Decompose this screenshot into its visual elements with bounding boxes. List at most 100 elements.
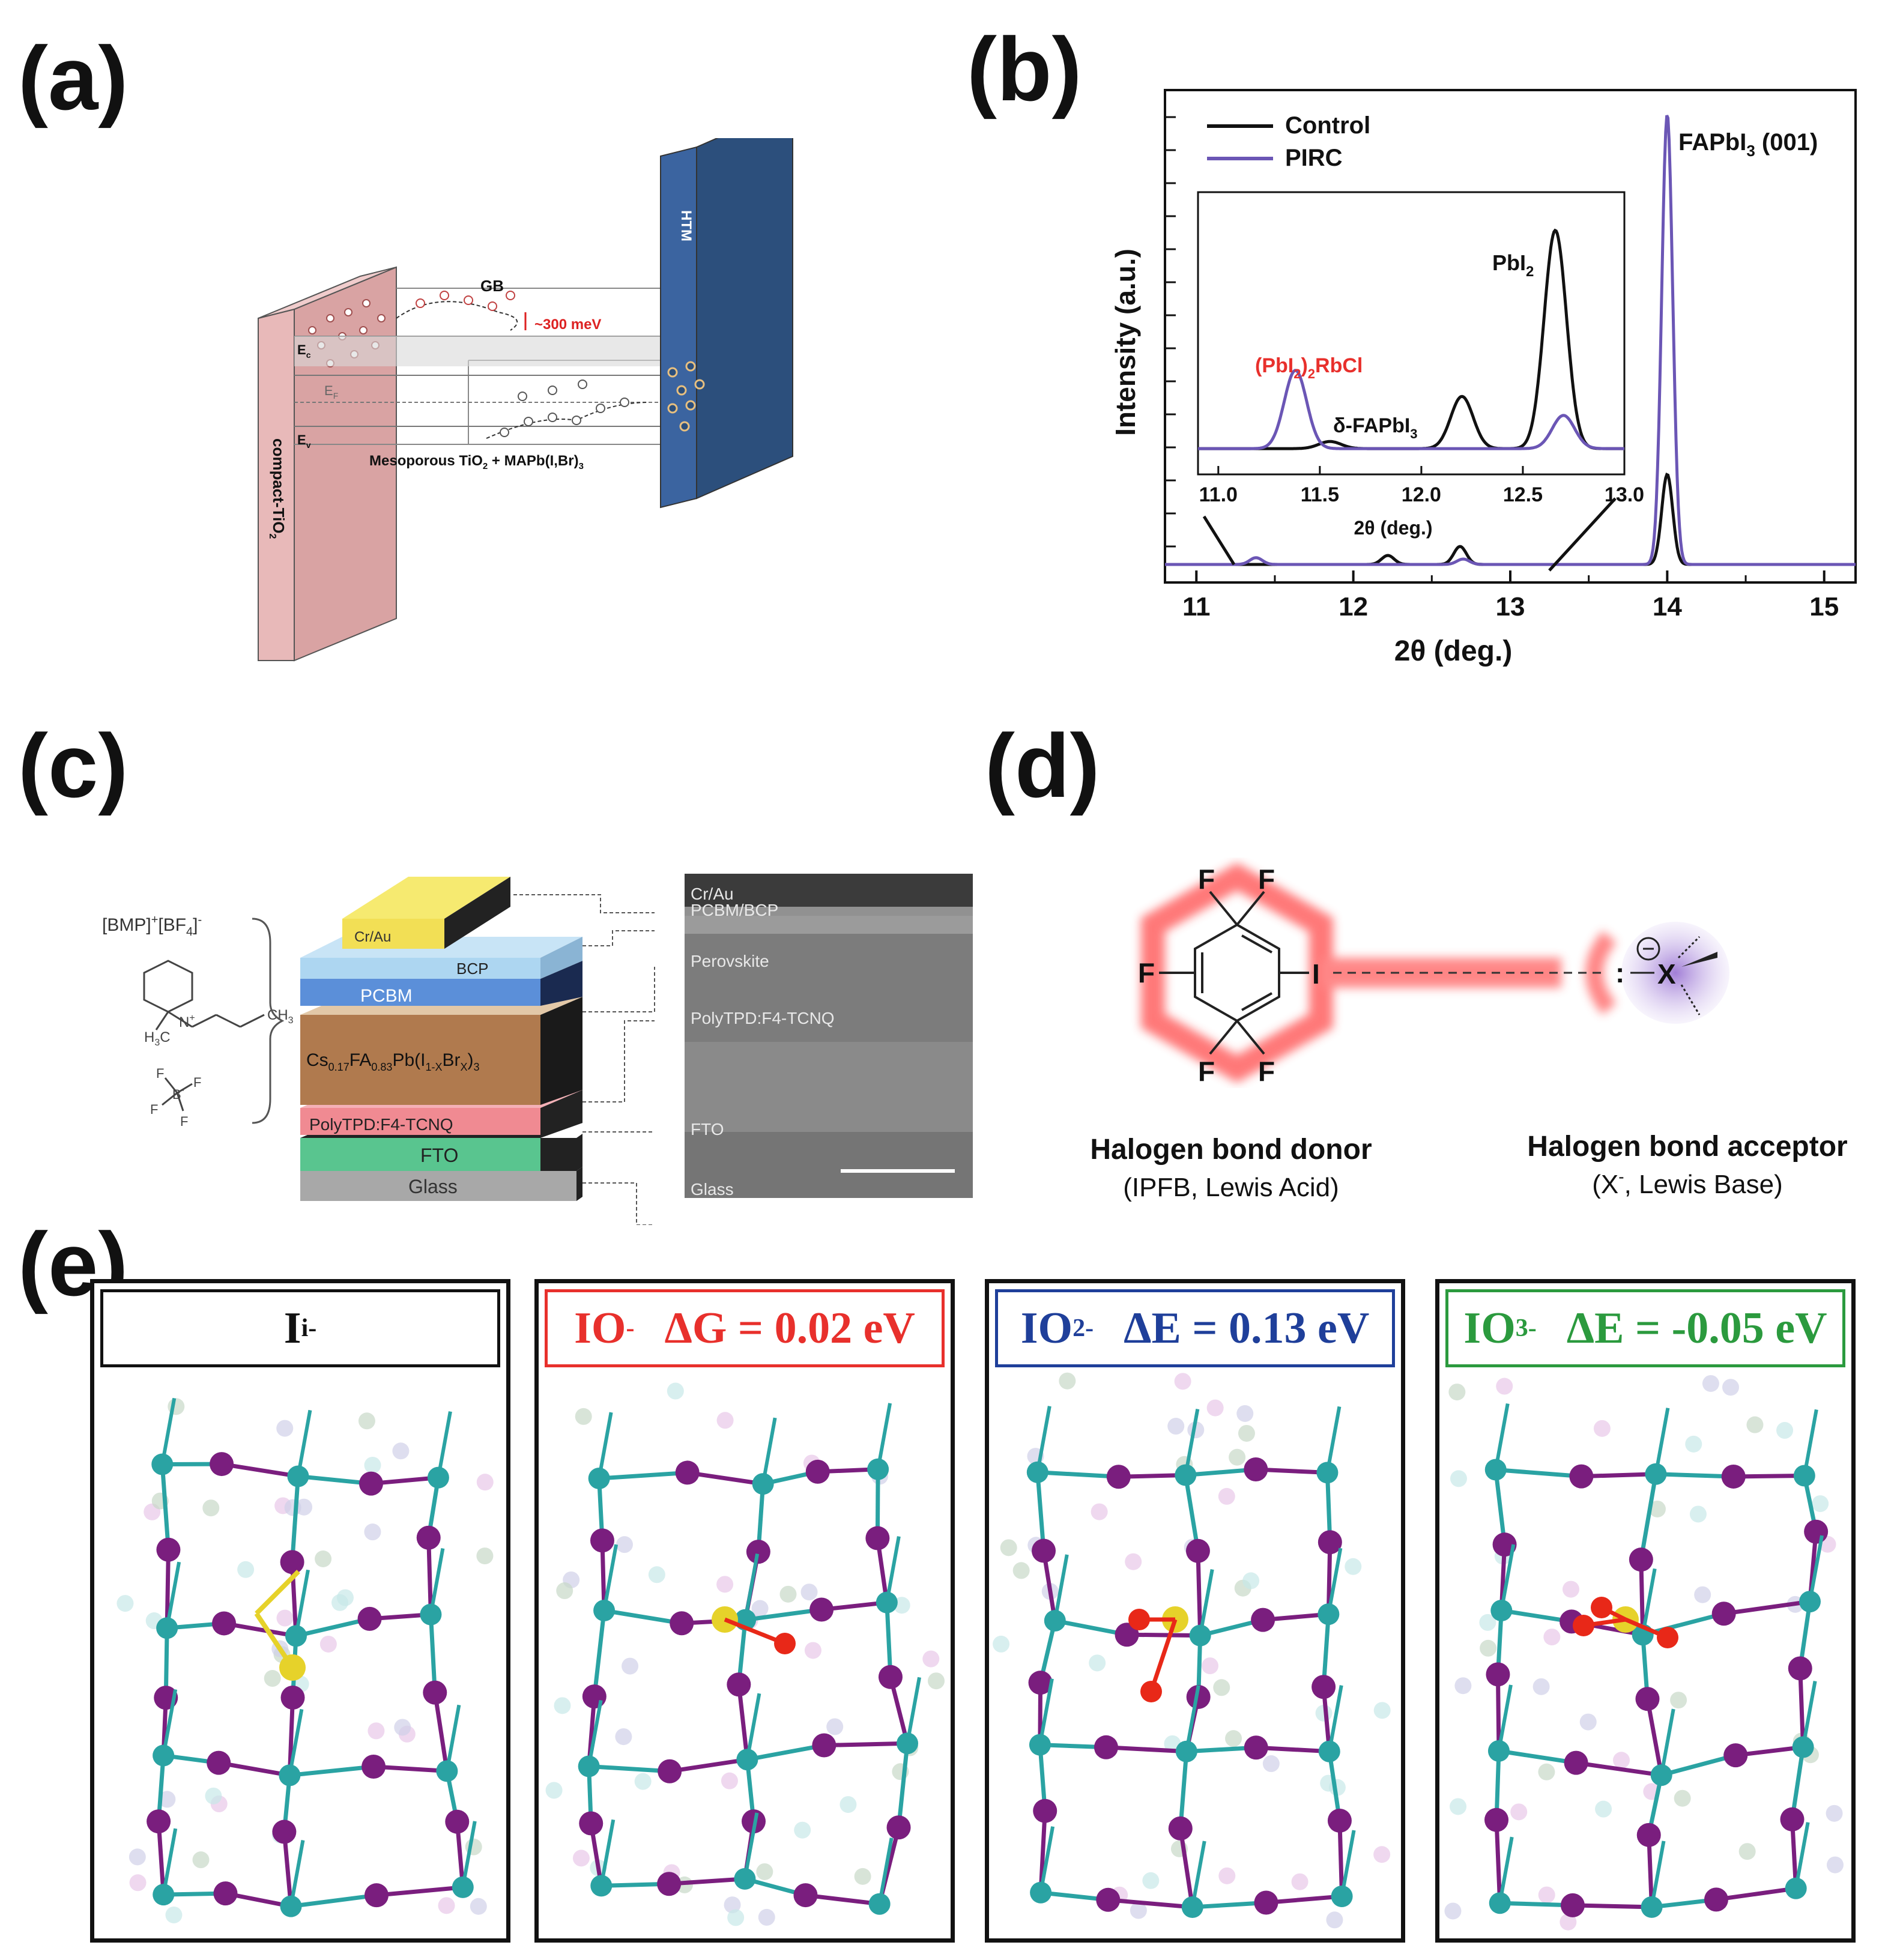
lead-atom — [420, 1603, 442, 1626]
iodine-atom — [1244, 1457, 1268, 1482]
panel-c-device: [BMP]+[BF4]- H3C N+ CH3 F F F F B- Glass… — [102, 874, 973, 1225]
x-tick-label: 13 — [1496, 592, 1525, 622]
acceptor-subtitle: (X-, Lewis Base) — [1592, 1167, 1782, 1199]
htm-label: HTM — [678, 210, 694, 241]
lead-atom — [1175, 1740, 1197, 1762]
lead-atom — [1030, 1881, 1052, 1904]
ef-label: EF — [324, 383, 338, 401]
iodine-atom — [1788, 1656, 1812, 1681]
iodine-atom — [1318, 1530, 1342, 1555]
lead-atom — [1026, 1461, 1048, 1483]
main-peak-label: FAPbI3 (001) — [1678, 129, 1818, 160]
legend-control: Control — [1285, 112, 1370, 139]
iodine-atom — [272, 1819, 297, 1844]
svg-text:F: F — [1198, 1056, 1215, 1087]
lead-atom — [452, 1876, 474, 1898]
svg-text:X: X — [1657, 958, 1676, 990]
iodine-atom — [1185, 1538, 1210, 1563]
bmp-bf4-label: [BMP]+[BF4]- — [102, 913, 202, 939]
lead-atom — [1799, 1591, 1821, 1613]
iodine-atom — [1711, 1602, 1736, 1626]
xrd-ylabel: Intensity (a.u.) — [1110, 249, 1141, 436]
pbi2-rbcl-label: (PbI2)2RbCl — [1255, 354, 1363, 381]
iodine-atom — [1028, 1671, 1053, 1695]
svg-text:F: F — [150, 1102, 158, 1117]
lead-atom — [1318, 1603, 1340, 1626]
panel-d-halogen-bond: F F F I F F : X Halogen bond donor (IPFB… — [1090, 862, 1848, 1202]
inset-line-pirc — [1198, 369, 1624, 450]
sem-label: Glass — [691, 1180, 734, 1199]
iodine-atom — [878, 1665, 903, 1689]
svg-text:F: F — [1138, 957, 1155, 988]
ev-label: Ev — [297, 432, 311, 450]
svg-text:Cr/Au: Cr/Au — [354, 929, 391, 945]
iodine-atom — [658, 1759, 682, 1783]
svg-text:F: F — [1258, 1056, 1275, 1087]
lead-atom — [590, 1875, 613, 1897]
iodine-atom — [1723, 1743, 1748, 1768]
svg-text:Cs0.17FA0.83Pb(I1-XBrX)3: Cs0.17FA0.83Pb(I1-XBrX)3 — [306, 1050, 480, 1073]
oxygen-atom — [1128, 1609, 1150, 1630]
panel-a-band-diagram: ~300 meV GB HTM Ec EF Ev Mesoporous TiO2… — [258, 138, 793, 662]
donor-subtitle: (IPFB, Lewis Acid) — [1123, 1173, 1339, 1202]
lattice-structure — [545, 1382, 945, 1926]
iodine-atom — [207, 1750, 231, 1775]
iodine-atom — [1636, 1822, 1661, 1847]
lead-atom — [752, 1473, 774, 1495]
lead-atom — [1316, 1462, 1339, 1484]
lead-atom — [280, 1895, 302, 1917]
layer-pcbm: PCBM — [300, 961, 582, 1006]
iodine-atom — [1629, 1547, 1653, 1572]
lead-atom — [876, 1591, 898, 1614]
lead-atom — [1318, 1740, 1340, 1762]
iodine-atom — [1251, 1608, 1275, 1632]
iodine-atom — [582, 1684, 607, 1709]
molecular-frame-2: IO-ΔG = 0.02 eV — [534, 1279, 955, 1943]
frame-title: IO-ΔG = 0.02 eV — [545, 1289, 945, 1367]
inset-xlabel: 2θ (deg.) — [1354, 517, 1432, 539]
lead-atom — [593, 1600, 616, 1622]
gb-label: GB — [480, 277, 504, 295]
iodine-atom — [590, 1528, 614, 1553]
lead-atom — [151, 1453, 174, 1475]
ec-label: Ec — [297, 342, 311, 360]
iodine-atom — [156, 1537, 181, 1562]
htm-layer — [696, 138, 793, 500]
lead-atom — [1175, 1464, 1197, 1486]
iodine-atom — [1312, 1675, 1336, 1699]
panel-b-letter: (b) — [967, 19, 1082, 119]
panel-a-letter: (a) — [18, 28, 129, 129]
lead-atom — [734, 1868, 756, 1890]
svg-text:PCBM: PCBM — [360, 986, 413, 1006]
x-tick-label: 15 — [1809, 592, 1839, 622]
iodine-atom — [359, 1471, 383, 1496]
sem-label: PolyTPD:F4-TCNQ — [691, 1009, 835, 1027]
lead-atom — [1331, 1885, 1353, 1907]
layer-perovskite: Cs0.17FA0.83Pb(I1-XBrX)3 — [300, 997, 582, 1105]
panel-c-letter: (c) — [18, 715, 129, 816]
iodine-atom — [357, 1606, 382, 1631]
lead-atom — [1044, 1609, 1066, 1632]
svg-text:F: F — [193, 1075, 201, 1090]
oxygen-atom — [1591, 1597, 1612, 1618]
sem-label: PCBM/BCP — [691, 901, 778, 919]
iodine-atom — [1168, 1816, 1193, 1841]
lead-atom — [1489, 1892, 1511, 1914]
svg-text:Glass: Glass — [408, 1176, 458, 1197]
svg-text:PolyTPD:F4-TCNQ: PolyTPD:F4-TCNQ — [309, 1115, 453, 1134]
lead-atom — [1029, 1734, 1051, 1756]
iodine-atom — [1186, 1684, 1211, 1709]
svg-text::: : — [1615, 957, 1624, 988]
barrier-label: ~300 meV — [534, 316, 601, 333]
iodine-atom — [727, 1672, 751, 1697]
iodine-atom — [147, 1809, 171, 1834]
lead-atom — [427, 1466, 449, 1489]
sem-label: FTO — [691, 1120, 724, 1139]
layer-cr-au: Cr/Au — [342, 877, 510, 949]
iodine-atom — [805, 1459, 830, 1484]
oxygen-atom — [1657, 1627, 1678, 1648]
lead-atom — [897, 1732, 919, 1755]
iodine-atom — [675, 1460, 700, 1485]
